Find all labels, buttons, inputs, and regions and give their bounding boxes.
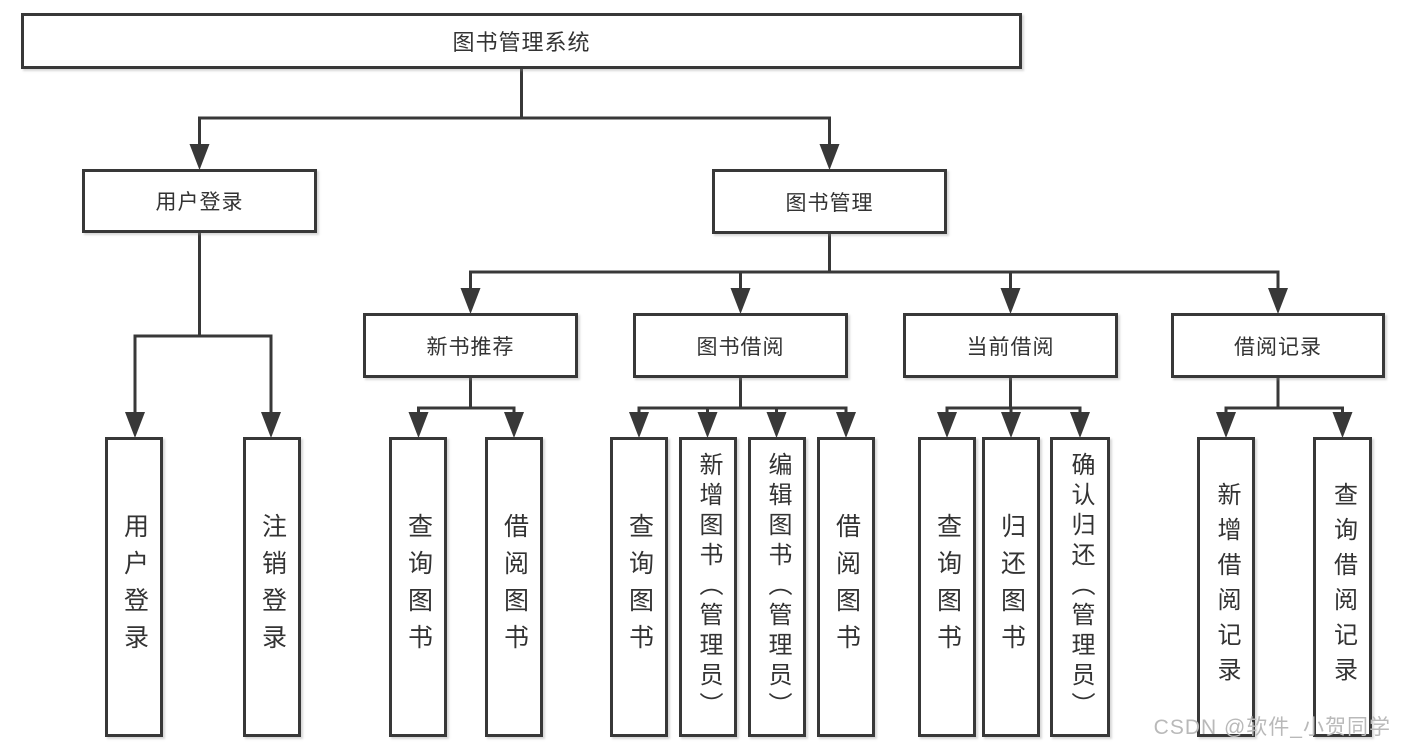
edge-book-management-to-level3	[460, 234, 1288, 314]
node-current-borrow: 当前借阅	[903, 313, 1118, 378]
node-label: 编辑图书（管理员）	[764, 452, 791, 722]
leaf-current-search-books: 查询图书	[918, 437, 976, 737]
leaf-add-books-admin: 新增图书（管理员）	[679, 437, 737, 737]
leaf-borrow-books: 借阅图书	[817, 437, 875, 737]
node-label: 借阅记录	[1234, 335, 1322, 359]
node-label: 图书借阅	[696, 335, 785, 359]
node-borrow-records: 借阅记录	[1171, 313, 1385, 378]
node-label: 用户登录	[155, 191, 244, 214]
node-label: 注销登录	[258, 513, 287, 661]
node-label: 新书推荐	[426, 335, 515, 359]
node-label: 当前借阅	[966, 335, 1055, 359]
node-book-management: 图书管理	[712, 169, 947, 234]
leaf-recommend-search-books: 查询图书	[389, 437, 447, 737]
node-new-book-recommend: 新书推荐	[363, 313, 578, 378]
node-label: 查询图书	[625, 513, 654, 661]
node-label: 查询图书	[404, 513, 433, 661]
node-label: 查询图书	[933, 513, 962, 661]
edge-borrow-records-to-children	[1216, 378, 1353, 438]
node-label: 用户登录	[120, 513, 149, 661]
csdn-watermark: CSDN @软件_小贺同学	[1153, 716, 1391, 739]
node-label: 新增借阅记录	[1213, 482, 1240, 692]
edge-root-to-level2	[189, 69, 840, 170]
leaf-edit-books-admin: 编辑图书（管理员）	[748, 437, 806, 737]
edge-book-borrow-to-children	[629, 378, 856, 438]
leaf-recommend-borrow-books: 借阅图书	[485, 437, 543, 737]
leaf-user-login: 用户登录	[105, 437, 163, 737]
node-label: 借阅图书	[832, 513, 861, 661]
node-system-root: 图书管理系统	[21, 13, 1022, 69]
node-book-borrow: 图书借阅	[633, 313, 848, 378]
leaf-borrow-search-books: 查询图书	[610, 437, 668, 737]
leaf-logout: 注销登录	[243, 437, 301, 737]
node-label: 归还图书	[997, 513, 1026, 661]
node-label: 新增图书（管理员）	[695, 452, 722, 722]
leaf-search-borrow-record: 查询借阅记录	[1313, 437, 1372, 737]
node-label: 查询借阅记录	[1329, 482, 1357, 692]
leaf-confirm-return-admin: 确认归还（管理员）	[1050, 437, 1110, 737]
node-label: 借阅图书	[500, 513, 529, 661]
node-label: 图书管理	[785, 191, 874, 215]
node-label: 图书管理系统	[452, 30, 591, 55]
node-label: 确认归还（管理员）	[1067, 452, 1094, 722]
node-user-login: 用户登录	[82, 169, 317, 233]
edge-user-login-to-children	[125, 233, 281, 438]
leaf-return-books: 归还图书	[982, 437, 1040, 737]
leaf-add-borrow-record: 新增借阅记录	[1197, 437, 1255, 737]
edge-new-book-recommend-to-children	[408, 378, 524, 438]
edge-current-borrow-to-children	[937, 378, 1090, 438]
